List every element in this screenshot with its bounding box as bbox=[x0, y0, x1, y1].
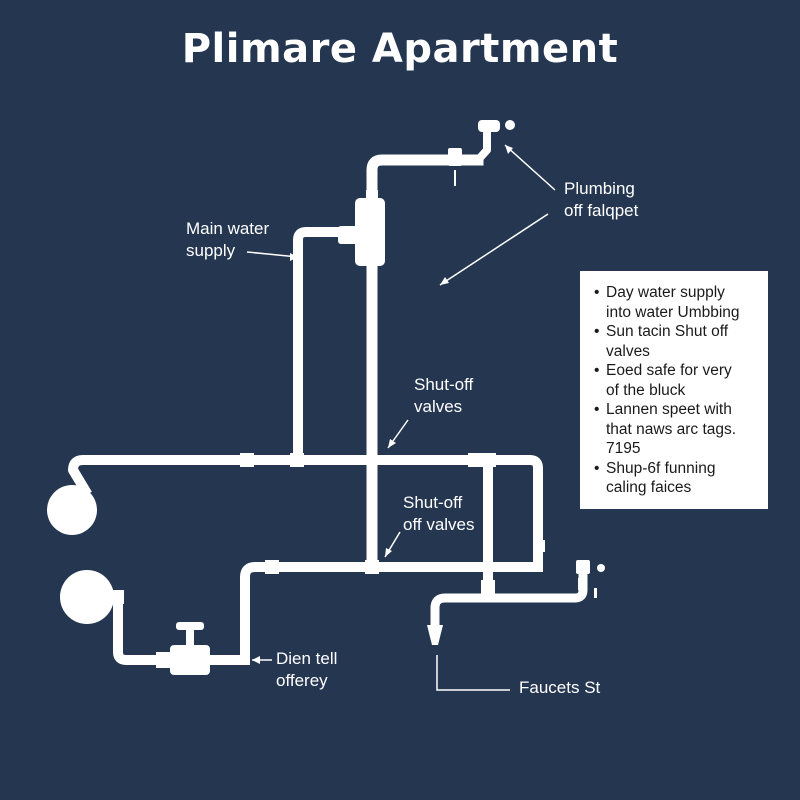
legend-panel: • Day water supply into water Umbbing • Sun … bbox=[580, 271, 768, 509]
label-main-water-supply: Main water supply bbox=[186, 218, 269, 262]
legend-item-line: Sun tacin Shut off bbox=[606, 323, 729, 340]
supply-riser-pipe bbox=[293, 227, 357, 465]
legend-item: • Day water supply into water Umbbing bbox=[594, 283, 760, 322]
bullet-icon: • bbox=[594, 323, 600, 340]
legend-item-line: into water Umbbing bbox=[606, 303, 740, 321]
bullet-icon: • bbox=[594, 401, 600, 418]
label-line: supply bbox=[186, 241, 236, 260]
legend-item-line: Lannen speet with bbox=[606, 401, 732, 418]
upper-run-pipe bbox=[68, 455, 543, 567]
diagram-title: Plimare Apartment bbox=[181, 26, 619, 72]
label-line: valves bbox=[414, 397, 463, 416]
label-line: Shut-off bbox=[414, 375, 474, 394]
label-line: off falqpet bbox=[564, 201, 639, 220]
label-shutoff-valves-upper: Shut-off valves bbox=[414, 374, 473, 418]
top-faucet-pipe bbox=[472, 126, 491, 166]
legend-item-line: that naws arc tags. bbox=[606, 420, 737, 438]
label-line: Plumbing bbox=[564, 179, 635, 198]
bullet-icon: • bbox=[594, 459, 600, 477]
label-line: offerey bbox=[276, 671, 328, 690]
label-line: Shut-off bbox=[403, 493, 463, 512]
legend-item-line: Shup-6f funning bbox=[606, 459, 716, 477]
legend-item: • Lannen speet with that naws arc tags. 719… bbox=[594, 400, 760, 459]
legend-item: • Shup-6f funning caling faices bbox=[594, 459, 760, 498]
label-line: Faucets St bbox=[519, 678, 601, 697]
label-plumbing-faucet: Plumbing off falqpet bbox=[564, 178, 638, 222]
bottom-valve bbox=[170, 645, 210, 675]
label-line: Dien tell bbox=[276, 649, 338, 668]
legend-item: • Eoed safe for very of the bluck bbox=[594, 361, 760, 400]
legend-item-line: valves bbox=[606, 342, 650, 360]
drain-pipe bbox=[113, 595, 250, 665]
tank-left-lower bbox=[60, 570, 114, 624]
legend-item-line: of the bluck bbox=[606, 381, 686, 399]
bullet-icon: • bbox=[594, 284, 600, 301]
label-drain: Dien tell offerey bbox=[276, 648, 337, 692]
label-line: off valves bbox=[403, 515, 475, 534]
label-faucets: Faucets St bbox=[519, 677, 600, 699]
legend-item-line: caling faices bbox=[606, 479, 692, 496]
legend-item-line: Eoed safe for very bbox=[606, 362, 732, 379]
main-riser-pipe bbox=[366, 154, 484, 571]
tank-left-upper bbox=[47, 485, 97, 535]
main-valve bbox=[355, 198, 385, 266]
label-shutoff-valves-lower: Shut-off off valves bbox=[403, 492, 475, 536]
lower-run-pipe bbox=[240, 562, 543, 660]
legend-item-line: Day water supply bbox=[606, 284, 725, 301]
faucet-branch-pipe bbox=[430, 567, 588, 630]
legend-item-line: 7195 bbox=[606, 440, 641, 457]
label-line: Main water bbox=[186, 219, 270, 238]
legend-list: • Day water supply into water Umbbing • Sun … bbox=[594, 283, 760, 498]
bullet-icon: • bbox=[594, 362, 600, 379]
legend-item: • Sun tacin Shut off valves bbox=[594, 322, 760, 361]
